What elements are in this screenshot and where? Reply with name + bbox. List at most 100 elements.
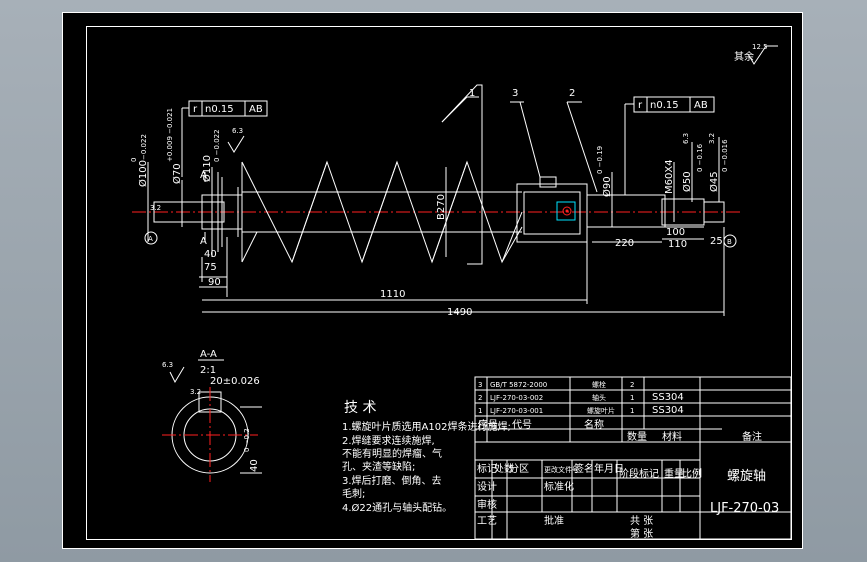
svg-text:A: A — [200, 236, 207, 247]
svg-text:螺旋轴: 螺旋轴 — [727, 469, 766, 484]
svg-text:220: 220 — [615, 238, 634, 249]
left-diameter-dims: Ø100 0 −0.022 Ø70 +0.009 −0.021 Ø110 0 −… — [130, 108, 245, 257]
svg-text:标准化: 标准化 — [544, 480, 574, 493]
svg-text:Ø50: Ø50 — [681, 171, 693, 192]
svg-text:A: A — [148, 235, 153, 243]
svg-text:Ø90: Ø90 — [601, 176, 613, 197]
svg-text:0 −0.022: 0 −0.022 — [213, 129, 221, 162]
section-marker-a: A A — [200, 170, 207, 247]
svg-text:3.2: 3.2 — [190, 388, 201, 396]
svg-text:孔、夹渣等缺陷;: 孔、夹渣等缺陷; — [342, 460, 415, 473]
horizontal-dims: 40 75 90 1110 1490 220 100 110 25 — [199, 226, 725, 318]
datum-b: B — [723, 234, 737, 248]
svg-text:标记: 标记 — [477, 463, 497, 475]
svg-text:3.2: 3.2 — [708, 133, 716, 144]
svg-text:共 张: 共 张 — [630, 515, 653, 527]
svg-text:Ø45: Ø45 — [708, 171, 720, 192]
svg-text:100: 100 — [666, 227, 685, 238]
svg-text:签名: 签名 — [574, 462, 594, 475]
svg-text:1490: 1490 — [447, 307, 472, 318]
svg-text:2: 2 — [478, 394, 482, 402]
svg-text:螺旋叶片: 螺旋叶片 — [587, 406, 615, 415]
svg-text:1: 1 — [478, 407, 482, 415]
svg-text:SS304: SS304 — [652, 392, 684, 403]
svg-text:3: 3 — [478, 381, 482, 389]
svg-text:n0.15: n0.15 — [205, 104, 234, 115]
svg-text:比例: 比例 — [682, 467, 702, 480]
svg-text:毛刺;: 毛刺; — [342, 488, 365, 500]
svg-text:其余: 其余 — [734, 50, 754, 63]
section-view: A-A 2:1 20±0.026 6.3 40 0 −0.2 3.2 — [162, 349, 262, 482]
roughness-general: 其余 12.5 — [734, 43, 778, 65]
coupling — [516, 176, 588, 243]
svg-text:3.焊后打磨、倒角、去: 3.焊后打磨、倒角、去 — [342, 474, 442, 487]
svg-text:1110: 1110 — [380, 289, 405, 300]
svg-text:0: 0 — [130, 158, 138, 162]
right-shaft — [586, 194, 725, 228]
svg-text:2: 2 — [630, 381, 634, 389]
leader-3 — [519, 101, 541, 178]
svg-text:备注: 备注 — [742, 430, 762, 443]
svg-text:轴头: 轴头 — [592, 393, 606, 402]
svg-text:分区: 分区 — [509, 463, 529, 475]
svg-text:40: 40 — [249, 459, 260, 472]
svg-text:LJF-270-03-002: LJF-270-03-002 — [490, 394, 543, 402]
svg-text:材料: 材料 — [662, 430, 682, 443]
svg-text:6.3: 6.3 — [162, 361, 173, 369]
svg-text:不能有明显的焊瘤、气: 不能有明显的焊瘤、气 — [342, 447, 442, 460]
svg-text:AB: AB — [249, 104, 263, 115]
part-label-2: 2 — [569, 88, 575, 99]
part-label-3: 3 — [512, 88, 518, 99]
svg-text:重量: 重量 — [664, 467, 684, 480]
svg-text:Ø110: Ø110 — [201, 155, 213, 182]
svg-text:更改文件号: 更改文件号 — [544, 465, 579, 474]
tolerance-frame-right: r n0.15 AB — [624, 96, 715, 195]
svg-text:Ø100: Ø100 — [137, 160, 149, 187]
technical-notes: 技 术 1.螺旋叶片质选用A102焊条进行施焊; 2.焊缝要求连续施焊, 不能有… — [342, 400, 511, 514]
svg-text:批准: 批准 — [544, 514, 564, 527]
bom-table: 3 GB/T 5872-2000 螺栓 2 2 LJF-270-03-002 轴… — [474, 376, 792, 443]
svg-text:LJF-270-03: LJF-270-03 — [710, 501, 779, 516]
svg-text:序号: 序号 — [478, 418, 498, 431]
svg-text:+0.009 −0.021: +0.009 −0.021 — [166, 108, 174, 162]
svg-text:名称: 名称 — [584, 418, 604, 431]
svg-text:数量: 数量 — [627, 430, 647, 443]
svg-text:0 −0.016: 0 −0.016 — [721, 139, 729, 172]
inner-frame — [86, 26, 792, 540]
svg-text:−0.022: −0.022 — [140, 134, 148, 160]
svg-text:LJF-270-03-001: LJF-270-03-001 — [490, 407, 543, 415]
svg-text:设计: 设计 — [477, 480, 497, 493]
svg-text:1: 1 — [630, 407, 634, 415]
svg-text:代号: 代号 — [512, 419, 532, 431]
svg-text:6.3: 6.3 — [682, 133, 690, 144]
svg-text:40: 40 — [204, 249, 217, 260]
svg-text:4.Ø22通孔与轴头配钻。: 4.Ø22通孔与轴头配钻。 — [342, 501, 452, 514]
svg-text:6.3: 6.3 — [232, 127, 243, 135]
svg-text:年月日: 年月日 — [594, 462, 624, 475]
svg-text:1: 1 — [630, 394, 634, 402]
datum-a: A — [144, 231, 158, 245]
leader-1 — [441, 96, 468, 123]
svg-text:处数: 处数 — [494, 462, 514, 475]
svg-text:工艺: 工艺 — [477, 515, 497, 527]
svg-text:r: r — [193, 104, 198, 115]
svg-text:0 −0.2: 0 −0.2 — [243, 428, 251, 452]
svg-text:M60X4: M60X4 — [664, 159, 675, 194]
svg-text:B: B — [727, 238, 732, 246]
svg-text:Ø70: Ø70 — [171, 163, 183, 184]
svg-text:1.螺旋叶片质选用A102焊条进行施焊;: 1.螺旋叶片质选用A102焊条进行施焊; — [342, 420, 511, 433]
svg-text:审核: 审核 — [477, 498, 497, 511]
drawing-canvas[interactable]: 1 3 2 r n0.15 AB r n0.15 AB 其余 12.5 Ø100… — [62, 12, 803, 549]
svg-text:110: 110 — [668, 239, 687, 250]
svg-text:75: 75 — [204, 262, 217, 273]
svg-text:90: 90 — [208, 277, 221, 288]
right-diameter-dims: Ø90 0 −0.19 M60X4 Ø50 0 −0.16 Ø45 0 −0.0… — [596, 133, 729, 227]
svg-text:A: A — [200, 170, 207, 181]
svg-text:0 −0.19: 0 −0.19 — [596, 146, 604, 174]
svg-text:阶段标记: 阶段标记 — [619, 467, 659, 480]
svg-text:3.2: 3.2 — [150, 204, 161, 212]
svg-text:A-A: A-A — [200, 349, 217, 360]
svg-text:螺栓: 螺栓 — [592, 380, 606, 389]
drawing-svg: 1 3 2 r n0.15 AB r n0.15 AB 其余 12.5 Ø100… — [62, 12, 803, 549]
